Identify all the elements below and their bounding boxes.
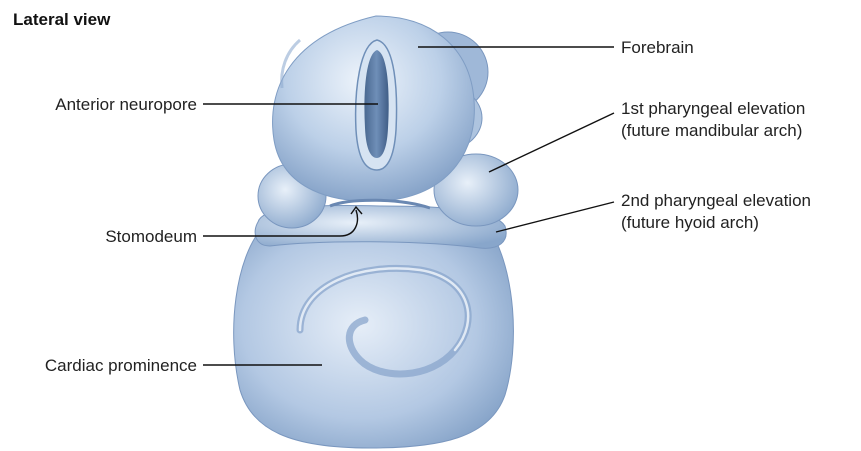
label-first-arch-line2: (future mandibular arch): [621, 121, 802, 140]
label-second-arch-line1: 2nd pharyngeal elevation: [621, 191, 811, 210]
first-arch-leader: [489, 113, 614, 172]
cardiac-prominence-shape: [234, 224, 514, 448]
label-stomodeum: Stomodeum: [105, 227, 197, 246]
label-cardiac-prominence: Cardiac prominence: [45, 356, 197, 375]
label-second-arch-line2: (future hyoid arch): [621, 213, 759, 232]
label-first-arch-line1: 1st pharyngeal elevation: [621, 99, 805, 118]
figure-title: Lateral view: [13, 10, 111, 29]
label-forebrain: Forebrain: [621, 38, 694, 57]
label-anterior-neuropore: Anterior neuropore: [55, 95, 197, 114]
